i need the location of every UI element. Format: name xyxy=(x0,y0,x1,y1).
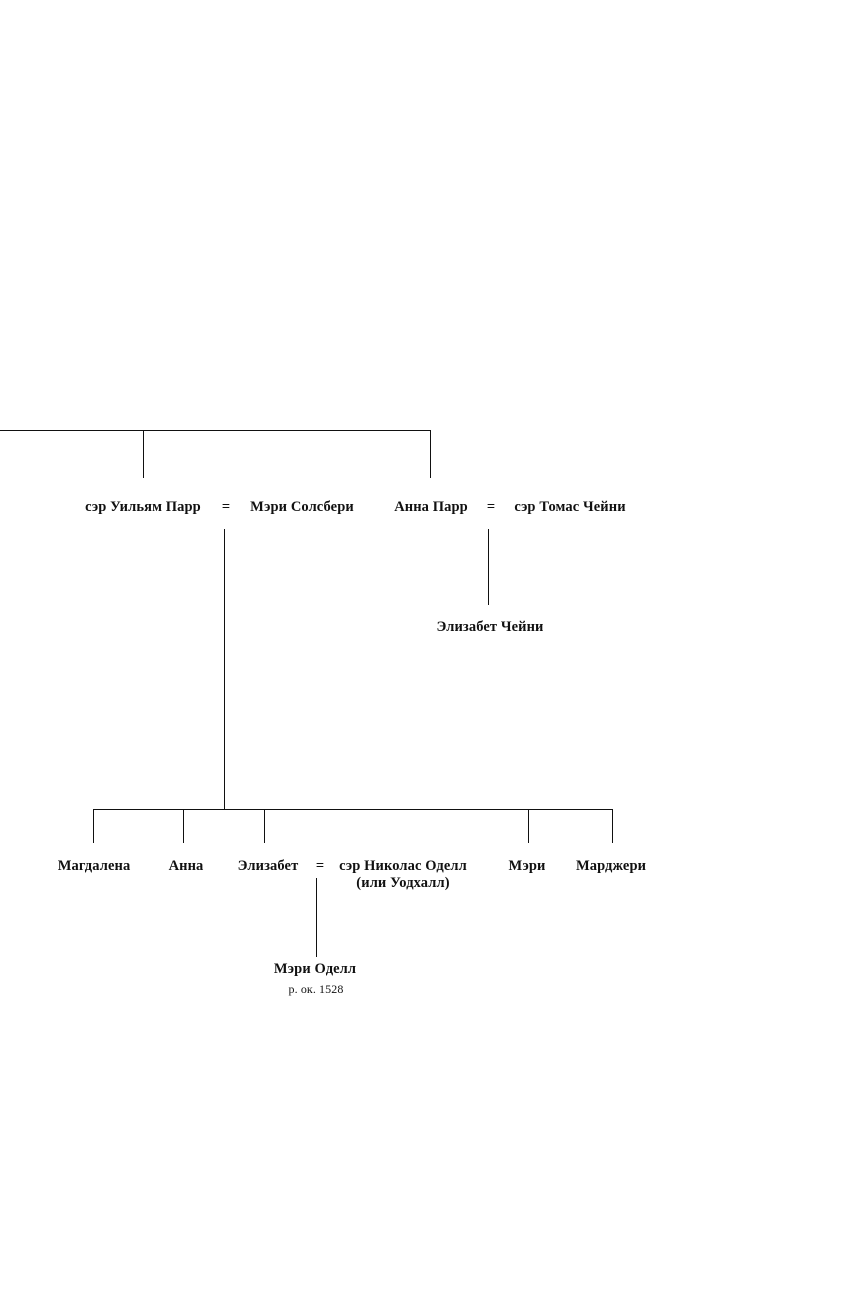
person-nicholas-odell-alt-name: (или Уодхалл) xyxy=(356,875,450,891)
marriage-sign-william-mary: = xyxy=(221,499,231,515)
person-william-parr: сэр Уильям Парр xyxy=(85,499,201,515)
drop-to-magdalena xyxy=(93,809,94,843)
person-nicholas-odell: сэр Николас Оделл (или Уодхалл) xyxy=(339,858,467,892)
connector-top-horizontal xyxy=(0,430,431,431)
person-thomas-cheyne: сэр Томас Чейни xyxy=(514,499,626,515)
marriage-sign-elizabeth-nicholas: = xyxy=(315,858,325,874)
person-mary-salisbury: Мэри Солсбери xyxy=(250,499,354,515)
descent-odell xyxy=(316,878,317,957)
connector-siblings-horizontal xyxy=(93,809,613,810)
drop-to-mary xyxy=(528,809,529,843)
person-anne-parr: Анна Парр xyxy=(394,499,468,515)
descent-parr-salisbury xyxy=(224,529,225,809)
person-magdalena: Магдалена xyxy=(57,858,131,874)
person-margery: Марджери xyxy=(575,858,647,874)
person-mary: Мэри xyxy=(508,858,546,874)
person-nicholas-odell-name: сэр Николас Оделл xyxy=(339,858,467,874)
person-elizabeth: Элизабет xyxy=(237,858,299,874)
person-mary-odell: Мэри Оделл xyxy=(273,961,357,977)
person-anna: Анна xyxy=(168,858,204,874)
person-mary-odell-birth-note: р. ок. 1528 xyxy=(288,982,344,996)
descent-parr-cheyne xyxy=(488,529,489,605)
drop-to-william-parr xyxy=(143,430,144,478)
marriage-sign-anne-thomas: = xyxy=(486,499,496,515)
drop-to-anne-parr xyxy=(430,430,431,478)
person-elizabeth-cheyne: Элизабет Чейни xyxy=(436,619,544,635)
drop-to-elizabeth xyxy=(264,809,265,843)
drop-to-margery xyxy=(612,809,613,843)
drop-to-anna xyxy=(183,809,184,843)
